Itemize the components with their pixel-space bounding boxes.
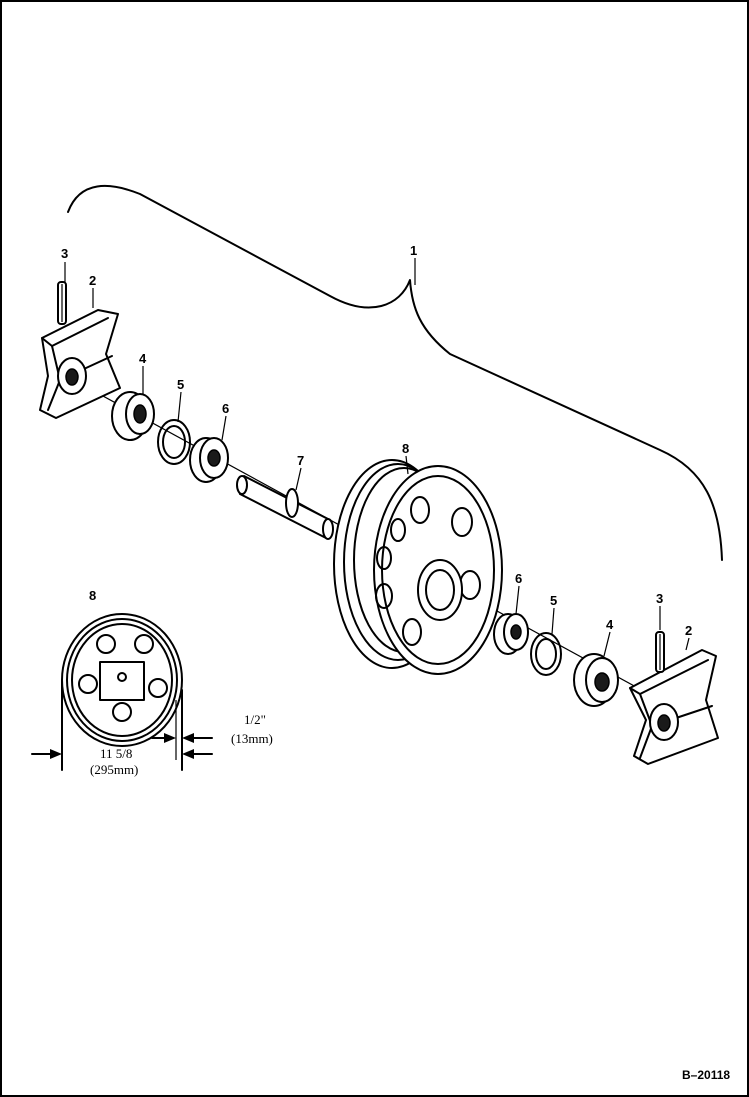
shaft: [236, 475, 334, 540]
left-mount-bracket: [39, 309, 121, 419]
idler-wheel: [333, 459, 503, 675]
callout-4-left: 4: [139, 351, 147, 366]
right-snap-ring: [530, 632, 562, 676]
figure-reference: B–20118: [682, 1068, 730, 1082]
callout-2-left: 2: [89, 273, 96, 288]
assembly-bracket: [67, 184, 723, 561]
callout-5-right: 5: [550, 593, 557, 608]
leader-lines: [64, 258, 690, 657]
right-roll-pin: [655, 631, 665, 673]
dimension-arrows: [31, 733, 213, 759]
right-seal-collar: [573, 653, 619, 707]
callout-5-left: 5: [177, 377, 184, 392]
callout-8-detail: 8: [89, 588, 96, 603]
left-snap-ring: [157, 419, 191, 465]
dimension-flange-inches: 1/2": [244, 712, 266, 727]
left-bearing: [189, 437, 229, 483]
callout-3-right: 3: [656, 591, 663, 606]
callout-4-right: 4: [606, 617, 614, 632]
dimension-diameter-inches: 11 5/8: [100, 746, 132, 761]
wheel-detail-view: [61, 613, 183, 771]
left-seal-collar: [111, 391, 155, 441]
callout-6-left: 6: [222, 401, 229, 416]
dimension-flange-mm: (13mm): [231, 731, 273, 746]
callout-3-left: 3: [61, 246, 68, 261]
callout-2-right: 2: [685, 623, 692, 638]
callout-6-right: 6: [515, 571, 522, 586]
right-mount-bracket: [629, 649, 719, 765]
callout-1: 1: [410, 243, 417, 258]
left-roll-pin: [57, 281, 67, 325]
callout-7: 7: [297, 453, 304, 468]
right-bearing: [493, 613, 529, 655]
callout-8-main: 8: [402, 441, 409, 456]
dimension-diameter-mm: (295mm): [90, 762, 138, 777]
